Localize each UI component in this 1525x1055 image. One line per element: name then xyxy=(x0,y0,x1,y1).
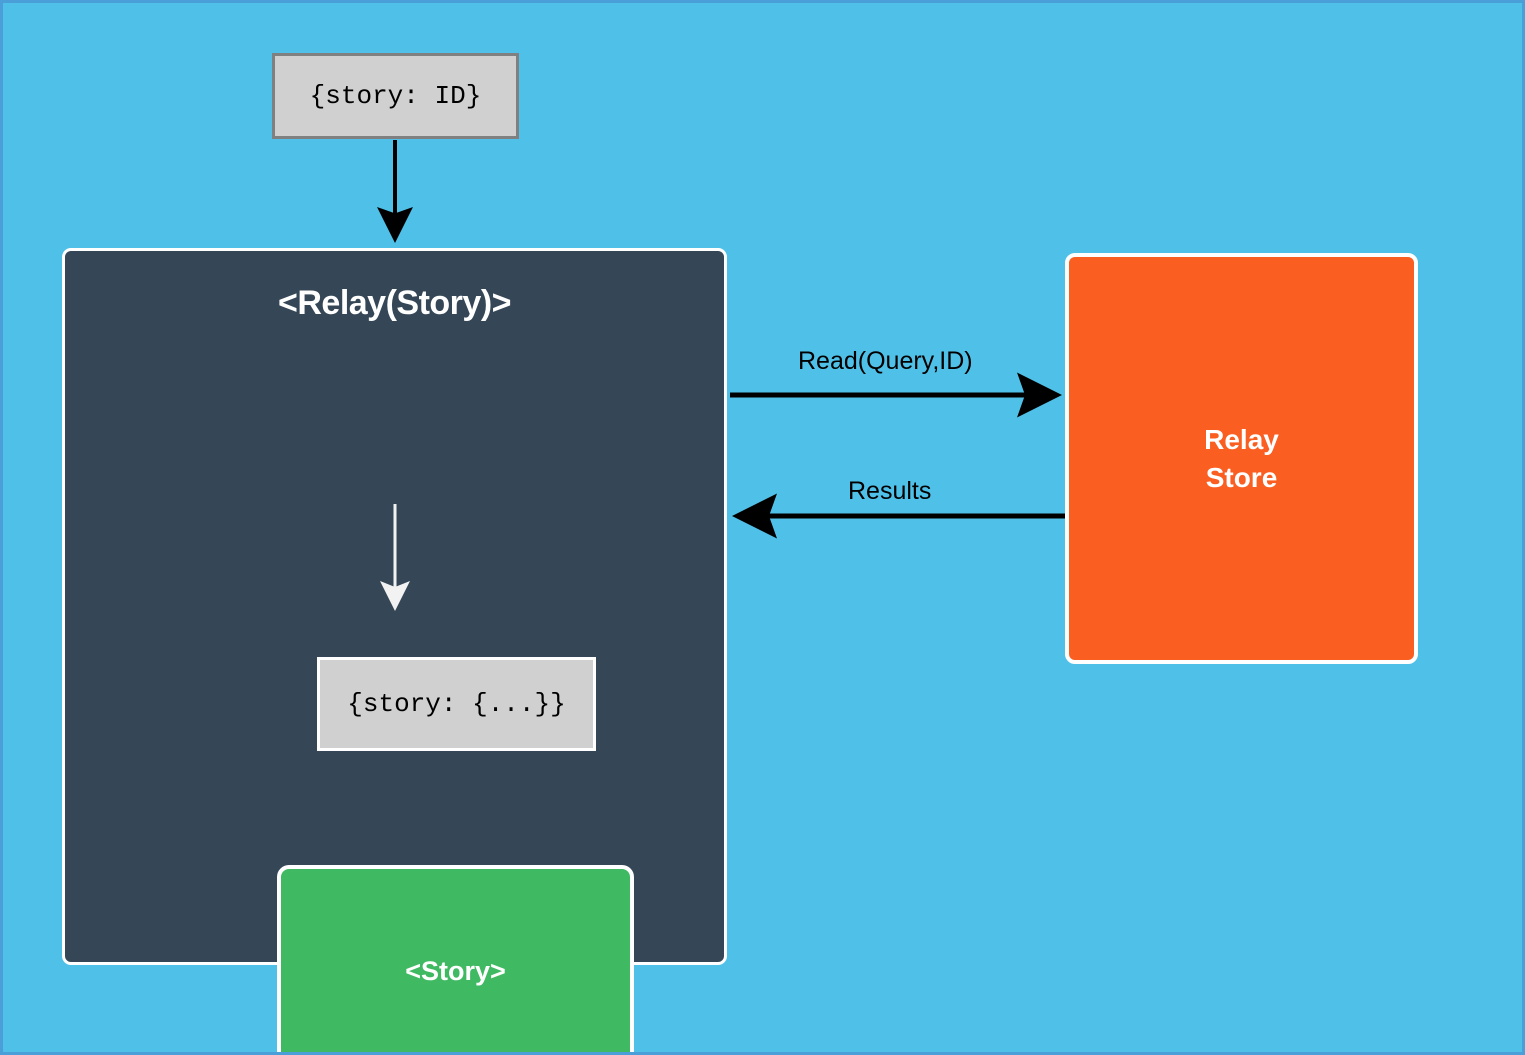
relay-store-label: Relay Store xyxy=(1204,424,1279,493)
relay-store-box: Relay Store xyxy=(1065,253,1418,664)
props-inner-box: {story: {...}} xyxy=(317,657,596,751)
relay-container-title: <Relay(Story)> xyxy=(278,284,512,322)
edge-label-results: Results xyxy=(848,477,932,505)
props-top-box: {story: ID} xyxy=(272,53,519,139)
relay-container-panel: <Relay(Story)> {story: {...}} <Story> xyxy=(62,248,727,1052)
props-inner-label: {story: {...}} xyxy=(347,689,566,719)
props-top-label: {story: ID} xyxy=(309,81,482,111)
story-component-label: <Story> xyxy=(405,955,506,986)
story-component-box: <Story> xyxy=(277,865,634,1052)
edge-label-read-query-id: Read(Query,ID) xyxy=(798,347,973,375)
